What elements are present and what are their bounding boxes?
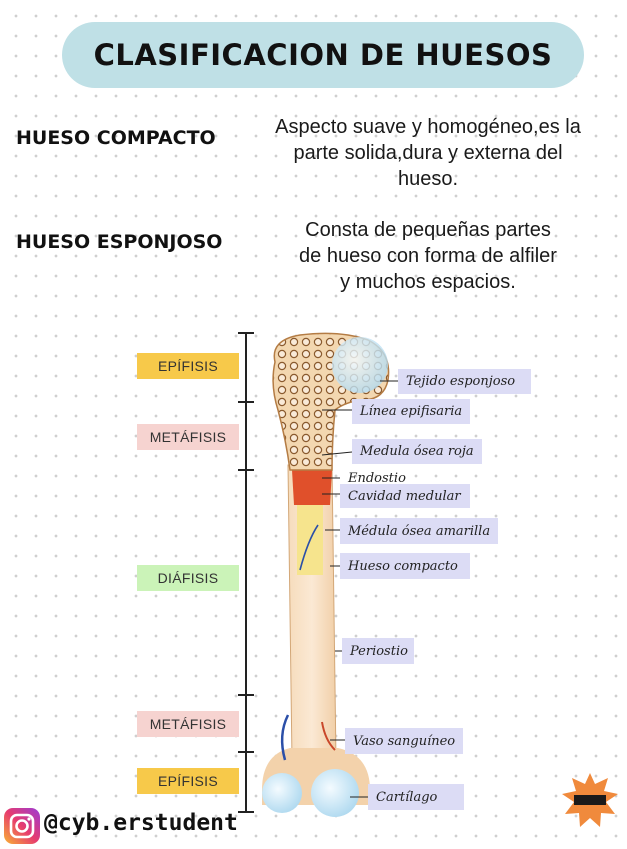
label-vaso-sanguineo: Vaso sanguíneo (345, 728, 463, 754)
desc-hueso-esponjoso: Consta de pequeñas partes de hueso con f… (248, 217, 608, 295)
label-linea-epifisaria: Línea epifisaria (352, 399, 470, 424)
label-endostio: Endostio (348, 470, 406, 486)
red-marrow (292, 470, 332, 505)
label-tejido-esponjoso: Tejido esponjoso (398, 369, 531, 394)
title-banner: CLASIFICACION DE HUESOS (62, 22, 584, 88)
cartilage-top (332, 337, 388, 393)
cartilage-right (311, 769, 359, 817)
instagram-icon (4, 808, 40, 844)
term-hueso-compacto: HUESO COMPACTO (16, 127, 216, 149)
desc-line: hueso. (397, 168, 459, 190)
desc-hueso-compacto: Aspecto suave y homogéneo,es la parte so… (248, 114, 608, 192)
label-periostio: Periostio (342, 638, 414, 664)
label-cavidad-medular: Cavidad medular (340, 484, 470, 508)
blood-vessel (280, 714, 290, 761)
leader-lines (321, 380, 398, 798)
region-epifisis-bottom: EPÍFISIS (137, 768, 239, 794)
brand-logo-icon (560, 770, 620, 830)
footer-handle: @cyb.erstudent (44, 810, 238, 836)
cartilage-left (262, 773, 302, 813)
blood-vessel (299, 524, 319, 571)
label-cartilago: Cartílago (368, 784, 464, 810)
desc-line: Consta de pequeñas partes (305, 219, 551, 241)
region-metafisis-top: METÁFISIS (137, 424, 239, 450)
desc-line: Aspecto suave y homogéneo,es la (275, 116, 581, 138)
blood-vessel (321, 721, 336, 751)
label-hueso-compacto: Hueso compacto (340, 553, 470, 579)
region-diafisis: DIÁFISIS (137, 565, 239, 591)
term-hueso-esponjoso: HUESO ESPONJOSO (16, 231, 223, 253)
region-bracket (238, 332, 254, 813)
desc-line: de hueso con forma de alfiler (299, 245, 557, 267)
page-title: CLASIFICACION DE HUESOS (93, 38, 553, 72)
label-medula-osea-amarilla: Médula ósea amarilla (340, 518, 498, 544)
region-metafisis-bottom: METÁFISIS (137, 711, 239, 737)
label-medula-osea-roja: Medula ósea roja (352, 439, 482, 464)
desc-line: y muchos espacios. (340, 271, 516, 293)
desc-line: parte solida,dura y externa del (293, 142, 563, 164)
region-epifisis-top: EPÍFISIS (137, 353, 239, 379)
